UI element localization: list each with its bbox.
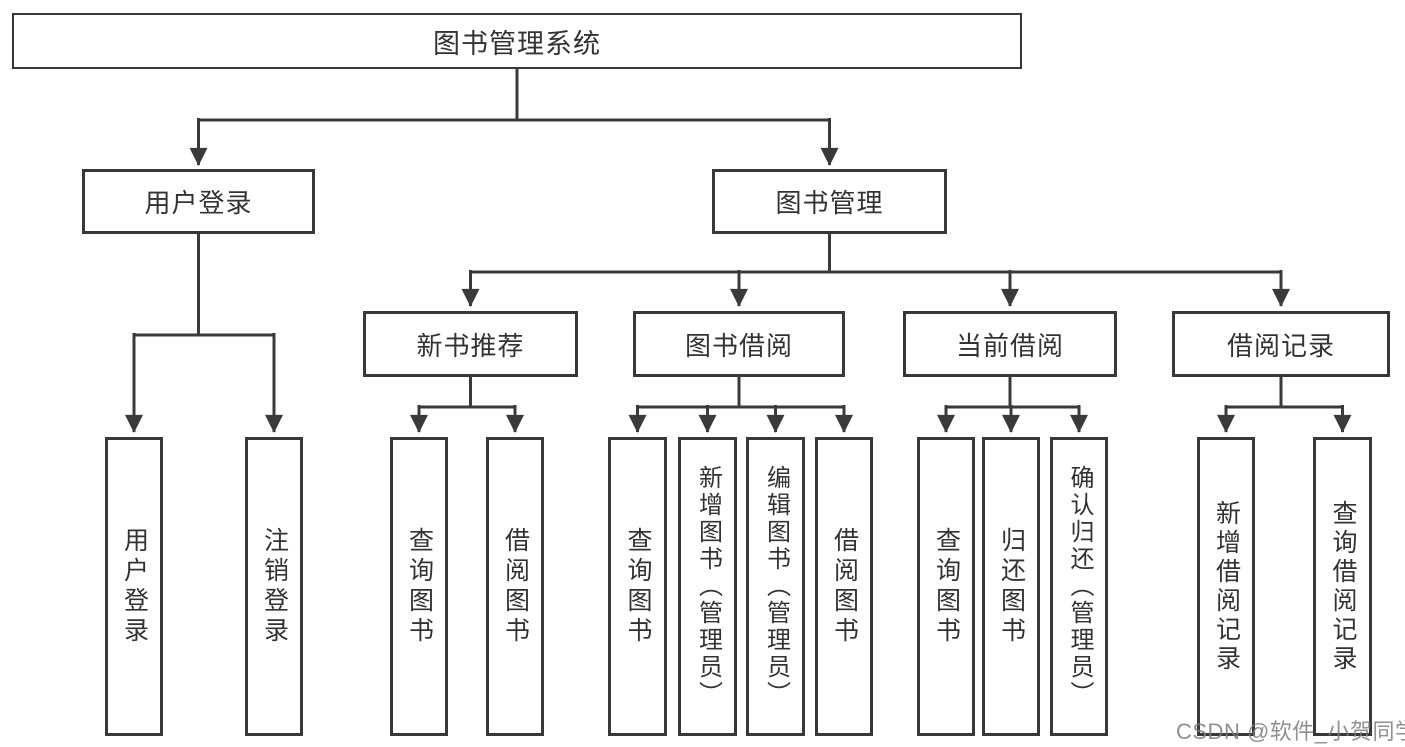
node-user-login-label: 用户登录 xyxy=(144,188,253,218)
leaf-query-books-current: 查询图书 xyxy=(917,437,975,736)
leaf-edit-books-admin-label: 编辑图书（管理员） xyxy=(762,465,790,708)
leaf-query-borrow-record: 查询借阅记录 xyxy=(1313,437,1372,736)
node-borrowing-records-label: 借阅记录 xyxy=(1226,330,1335,361)
leaf-user-login-label: 用户登录 xyxy=(120,526,149,647)
leaf-query-books-recommend-label: 查询图书 xyxy=(405,526,434,647)
leaf-return-books: 归还图书 xyxy=(982,437,1040,736)
node-library-system: 图书管理系统 xyxy=(12,13,1022,69)
node-book-borrowing-label: 图书借阅 xyxy=(684,330,793,361)
node-new-book-recommend: 新书推荐 xyxy=(363,311,578,377)
node-book-borrowing: 图书借阅 xyxy=(633,311,845,377)
node-user-login: 用户登录 xyxy=(82,169,315,234)
leaf-query-books-borrowing: 查询图书 xyxy=(608,437,667,736)
leaf-borrow-books-borrowing: 借阅图书 xyxy=(815,437,873,736)
leaf-user-login: 用户登录 xyxy=(105,437,163,736)
leaf-add-books-admin: 新增图书（管理员） xyxy=(678,437,737,736)
leaf-add-books-admin-label: 新增图书（管理员） xyxy=(694,465,722,708)
leaf-borrow-books-recommend-label: 借阅图书 xyxy=(501,526,530,647)
leaf-query-books-recommend: 查询图书 xyxy=(390,437,448,736)
leaf-query-borrow-record-label: 查询借阅记录 xyxy=(1329,499,1357,674)
node-library-system-label: 图书管理系统 xyxy=(433,28,601,59)
leaf-borrow-books-borrowing-label: 借阅图书 xyxy=(830,526,859,647)
node-new-book-recommend-label: 新书推荐 xyxy=(416,330,525,361)
node-book-management-label: 图书管理 xyxy=(775,188,884,218)
node-current-borrowing-label: 当前借阅 xyxy=(955,330,1064,361)
leaf-confirm-return-admin: 确认归还（管理员） xyxy=(1050,437,1108,736)
node-book-management: 图书管理 xyxy=(712,169,947,234)
leaf-add-borrow-record: 新增借阅记录 xyxy=(1197,437,1255,736)
leaf-edit-books-admin: 编辑图书（管理员） xyxy=(746,437,805,736)
leaf-logout-login-label: 注销登录 xyxy=(260,526,289,647)
node-borrowing-records: 借阅记录 xyxy=(1172,311,1390,377)
leaf-confirm-return-admin-label: 确认归还（管理员） xyxy=(1066,465,1093,708)
csdn-watermark: CSDN @软件_小贺同学 xyxy=(1176,719,1405,744)
leaf-logout-login: 注销登录 xyxy=(245,437,303,736)
leaf-add-borrow-record-label: 新增借阅记录 xyxy=(1212,499,1241,674)
leaf-query-books-borrowing-label: 查询图书 xyxy=(624,526,652,647)
leaf-return-books-label: 归还图书 xyxy=(997,526,1026,647)
leaf-borrow-books-recommend: 借阅图书 xyxy=(486,437,544,736)
leaf-query-books-current-label: 查询图书 xyxy=(932,526,961,647)
node-current-borrowing: 当前借阅 xyxy=(903,311,1117,377)
